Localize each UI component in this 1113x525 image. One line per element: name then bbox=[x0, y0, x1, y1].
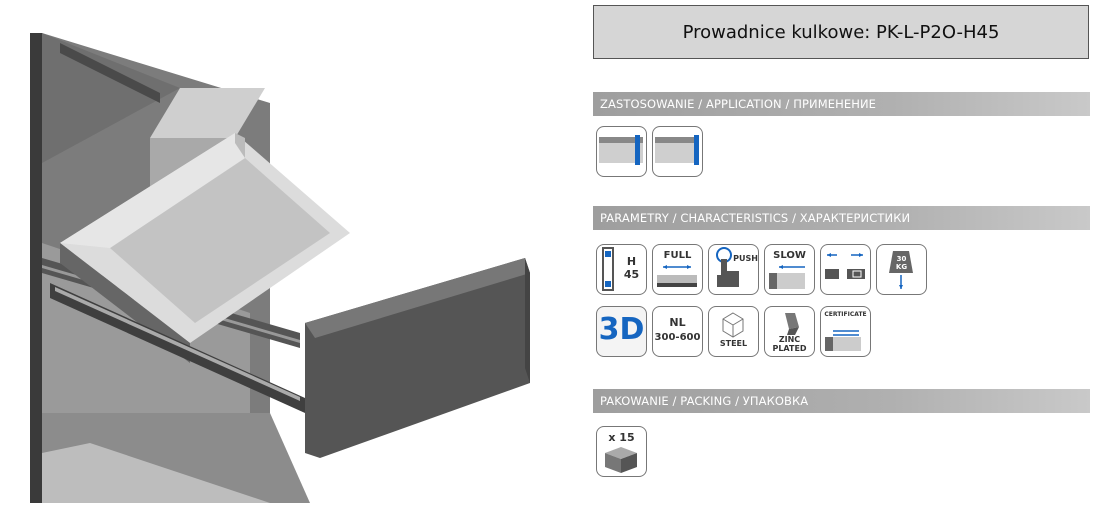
nominal-length-icon: NL 300-600 bbox=[652, 306, 703, 357]
application-icons bbox=[596, 126, 703, 177]
3d-adjustment-icon: 3D bbox=[596, 306, 647, 357]
packing-section-bar: PAKOWANIE / PACKING / УПАКОВКА bbox=[593, 389, 1090, 413]
height-icon: H 45 bbox=[596, 244, 647, 295]
height-label: H bbox=[626, 255, 637, 268]
soft-close-icon: SLOW bbox=[764, 244, 815, 295]
height-value: 45 bbox=[623, 268, 640, 281]
steel-label: STEEL bbox=[719, 339, 748, 348]
application-section-bar: ZASTOSOWANIE / APPLICATION / ПРИМЕНЕНИЕ bbox=[593, 92, 1090, 116]
drawer-side-blue-right-icon bbox=[652, 126, 703, 177]
load-label: 30 KG bbox=[895, 255, 908, 271]
zinc-plated-icon: ZINC PLATED bbox=[764, 306, 815, 357]
drawer-illustration bbox=[30, 33, 530, 503]
plated-label: PLATED bbox=[772, 344, 807, 353]
pack-count: x 15 bbox=[608, 431, 635, 444]
push-to-open-icon: PUSH bbox=[708, 244, 759, 295]
nl-range: 300-600 bbox=[654, 332, 701, 343]
certificate-icon: CERTIFICATE bbox=[820, 306, 871, 357]
packing-icons: x 15 bbox=[596, 426, 647, 477]
full-label: FULL bbox=[663, 250, 692, 261]
characteristics-icons-row2: 3D NL 300-600 STEEL ZINC PLATED CERTIFIC… bbox=[596, 306, 871, 357]
zinc-label: ZINC bbox=[778, 335, 801, 344]
product-title-text: Prowadnice kulkowe: PK-L-P2O-H45 bbox=[682, 21, 1000, 43]
certificate-label: CERTIFICATE bbox=[824, 311, 867, 318]
drawer-side-blue-icon bbox=[596, 126, 647, 177]
push-label: PUSH bbox=[733, 254, 758, 263]
steel-material-icon: STEEL bbox=[708, 306, 759, 357]
nl-label: NL bbox=[669, 316, 686, 329]
product-title: Prowadnice kulkowe: PK-L-P2O-H45 bbox=[593, 5, 1089, 59]
3d-label: 3D bbox=[598, 312, 645, 347]
full-extension-icon: FULL bbox=[652, 244, 703, 295]
characteristics-section-bar: PARAMETRY / CHARACTERISTICS / ХАРАКТЕРИС… bbox=[593, 206, 1090, 230]
package-box-icon: x 15 bbox=[596, 426, 647, 477]
rail-disconnect-icon bbox=[820, 244, 871, 295]
characteristics-icons-row1: H 45 FULL PUSH SLOW bbox=[596, 244, 927, 295]
load-weight-icon: 30 KG bbox=[876, 244, 927, 295]
slow-label: SLOW bbox=[773, 250, 806, 261]
